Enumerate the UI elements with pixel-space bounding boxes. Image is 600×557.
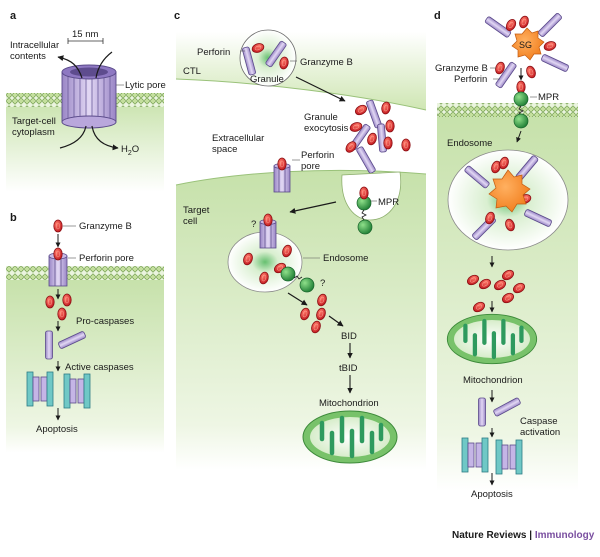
target-cell-label-2: cell (183, 216, 197, 227)
granzyme-label: Granzyme B (79, 221, 132, 232)
perforin-label: Perforin (197, 47, 230, 58)
scale-label: 15 nm (72, 29, 98, 40)
active-caspases-label: Active caspases (65, 362, 134, 373)
bid-arrow (328, 315, 344, 327)
extracellular-label-1: Extracellular (212, 133, 264, 144)
bid-label: BID (341, 331, 357, 342)
panel-d: d SG Granzyme B Perforin MPR Endosome (434, 10, 578, 500)
intracellular-label-2: contents (10, 51, 46, 62)
granzyme-b (57, 307, 67, 321)
endosome-label: Endosome (447, 138, 492, 149)
internalized-complex (463, 154, 553, 241)
granzyme-b (53, 219, 63, 233)
perforin-pore-label-1: Perforin (301, 150, 334, 161)
panel-b-membrane (6, 266, 164, 280)
panel-b-letter: b (10, 212, 17, 224)
endosome-label: Endosome (323, 253, 368, 264)
panel-a: a 15 nm Intracellular contents (6, 10, 166, 192)
tbid-label: tBID (339, 363, 358, 374)
granzyme-label: Granzyme B (435, 63, 488, 74)
apoptosis-label: Apoptosis (36, 424, 78, 435)
release-arrow (287, 292, 308, 306)
perforin-pore-label-2: pore (301, 161, 320, 172)
mitochondrion (303, 411, 397, 463)
procaspases-label: Pro-caspases (76, 316, 134, 327)
panel-b-cytoplasm-bg (6, 278, 164, 453)
lytic-pore-label: Lytic pore (125, 80, 166, 91)
intracellular-label-1: Intracellular (10, 40, 59, 51)
serglycin-complex: SG (484, 12, 570, 89)
perforin-pore (48, 247, 68, 287)
mpr-receptor (513, 91, 529, 107)
apoptosis-label: Apoptosis (471, 489, 513, 500)
panel-b: b Granzyme B Perforin pore Pro-caspases … (6, 212, 164, 453)
extracellular-label-2: space (212, 144, 237, 155)
journal-credit: Nature Reviews | Immunology (452, 530, 595, 541)
granzyme-b (359, 186, 369, 200)
water-curve (59, 125, 87, 149)
granule (239, 29, 297, 87)
mitochondrion-label: Mitochondrion (319, 398, 379, 409)
granzyme-b (516, 80, 526, 94)
lytic-pore (61, 64, 117, 129)
exocytosis-label-2: exocytosis (304, 123, 349, 134)
internalization-arrow (289, 201, 337, 214)
mpr-receptor (357, 219, 373, 235)
ctl-membrane (175, 78, 427, 111)
exocytosed-contents (343, 99, 411, 175)
mpr-linker (361, 209, 367, 221)
mitochondrion (447, 314, 536, 363)
cytoplasm-label-1: Target-cell (12, 116, 56, 127)
mpr-label: MPR (378, 197, 399, 208)
granzyme-label: Granzyme B (300, 57, 353, 68)
ctl-cell (176, 32, 426, 110)
panel-a-letter: a (10, 10, 17, 22)
mpr-linker (293, 275, 303, 280)
sg-label: SG (519, 40, 532, 50)
cytoplasm-label-2: cytoplasm (12, 127, 55, 138)
granzyme-b (62, 293, 72, 307)
caspase-label-2: activation (520, 427, 560, 438)
caspase-label-1: Caspase (520, 416, 558, 427)
efflux-curve (95, 51, 113, 79)
target-cell-label-1: Target (183, 205, 210, 216)
granzyme-b (45, 295, 55, 309)
panel-c: c Perforin Granzyme B CTL Granule (174, 10, 427, 470)
perforin-pore (273, 157, 291, 193)
mpr-receptor (513, 113, 529, 129)
endocytic-pocket (341, 171, 402, 221)
arrow-2 (516, 130, 522, 143)
scale-bar: 15 nm (67, 29, 104, 44)
mpr-receptor (280, 266, 296, 282)
question-mark: ? (251, 219, 256, 230)
panel-d-letter: d (434, 10, 441, 22)
mpr-receptor (299, 277, 315, 293)
mitochondrion-label: Mitochondrion (463, 375, 523, 386)
pro-caspase (478, 397, 486, 427)
perforin-pore-label: Perforin pore (79, 253, 134, 264)
question-mark-2: ? (320, 278, 325, 289)
pro-caspase (45, 330, 53, 360)
ctl-label: CTL (183, 66, 201, 77)
exocytosis-label-1: Granule (304, 112, 338, 123)
exocytosis-arrow (295, 76, 346, 102)
efflux-arrow (57, 55, 83, 79)
water-label: H2O (121, 144, 139, 157)
perforin-label: Perforin (454, 74, 487, 85)
granule-label: Granule (250, 74, 284, 85)
water-influx-arrow (91, 125, 119, 151)
panel-c-letter: c (174, 10, 180, 22)
mpr-label: MPR (538, 92, 559, 103)
panel-d-membrane (437, 103, 578, 117)
